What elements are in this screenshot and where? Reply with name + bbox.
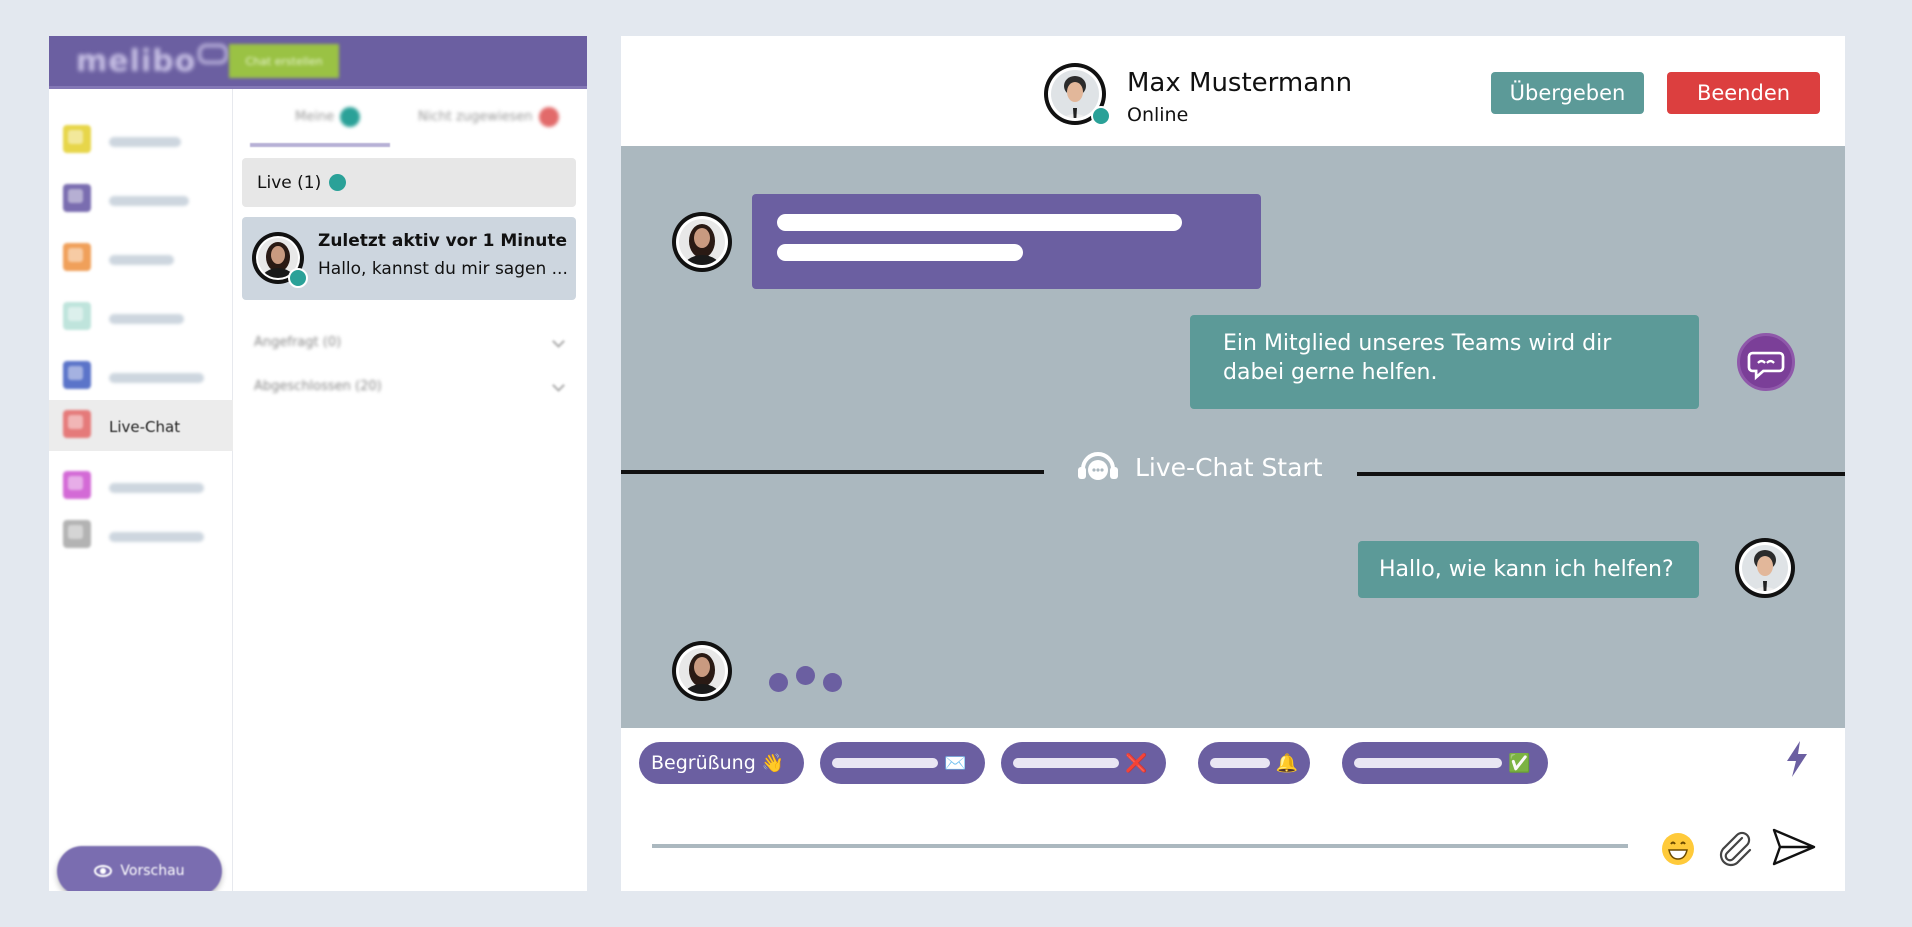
sidebar-item-dashboard[interactable]	[49, 115, 233, 165]
send-icon[interactable]	[1771, 826, 1817, 868]
divider-line-left	[621, 470, 1044, 474]
count-badge	[340, 107, 361, 127]
live-chat-start-divider: Live-Chat Start	[1075, 447, 1323, 487]
settings-icon	[63, 520, 91, 548]
eye-icon	[94, 865, 113, 877]
active-tab-indicator	[250, 143, 390, 147]
live-section-header[interactable]: Live (1)	[242, 158, 576, 207]
dashboard-icon	[63, 125, 91, 153]
admin-app: melibo Chat erstellen Live-Chat	[49, 36, 587, 891]
count-badge	[538, 107, 559, 127]
sidebar-item-settings[interactable]	[49, 510, 233, 560]
customer-avatar	[672, 641, 732, 701]
typing-indicator	[769, 664, 844, 694]
agent-name: Max Mustermann	[1127, 68, 1353, 98]
conversation-list: Meine Nicht zugewiesen Live (1) Zuletzt …	[234, 89, 587, 891]
quick-reply-email[interactable]: ✉️	[820, 742, 985, 784]
chevron-down-icon[interactable]	[552, 379, 565, 392]
logo-bubble-icon	[198, 44, 229, 64]
sidebar-item-chat[interactable]	[49, 174, 233, 224]
tab-mine[interactable]: Meine	[295, 107, 361, 127]
headset-chat-icon	[1078, 452, 1118, 480]
section-closed[interactable]: Abgeschlossen (20)	[254, 379, 382, 394]
agent-avatar	[1044, 63, 1106, 125]
envelope-icon: ✉️	[944, 752, 967, 774]
sidebar-item-live-chat[interactable]: Live-Chat	[49, 400, 233, 451]
conversation-item[interactable]: Zuletzt aktiv vor 1 Minute Hallo, kannst…	[242, 217, 576, 300]
sidebar-item-design[interactable]	[49, 461, 233, 511]
agent-message-bubble: Hallo, wie kann ich helfen?	[1358, 541, 1699, 598]
chat-panel: Max Mustermann Online Übergeben Beenden …	[621, 36, 1845, 891]
quick-reply-greeting[interactable]: Begrüßung 👋	[639, 742, 804, 784]
sidebar-item-integrations[interactable]	[49, 233, 233, 283]
lightning-icon[interactable]	[1784, 740, 1810, 778]
waving-hand-icon: 👋	[761, 752, 785, 774]
end-chat-button[interactable]: Beenden	[1667, 72, 1820, 114]
integrations-icon	[63, 243, 91, 271]
bot-icon	[1737, 333, 1795, 391]
message-area[interactable]: Ein Mitglied unseres Teams wird dir dabe…	[621, 146, 1845, 728]
conversation-title: Zuletzt aktiv vor 1 Minute	[318, 231, 567, 251]
agent-avatar	[1735, 538, 1795, 598]
live-status-dot	[329, 174, 347, 191]
melibo-logo[interactable]: melibo	[76, 44, 229, 79]
online-status-dot	[1091, 106, 1111, 126]
cross-mark-icon: ❌	[1125, 752, 1148, 774]
quick-reply-cancel[interactable]: ❌	[1001, 742, 1166, 784]
input-underline	[652, 844, 1628, 848]
quick-reply-notify[interactable]: 🔔	[1198, 742, 1310, 784]
app-topbar: melibo Chat erstellen	[49, 36, 587, 89]
customer-avatar	[672, 212, 732, 272]
tab-unassigned[interactable]: Nicht zugewiesen	[418, 107, 559, 127]
live-chat-icon	[63, 410, 91, 438]
design-icon	[63, 471, 91, 499]
sidebar-item-analytics[interactable]	[49, 292, 233, 342]
conversation-preview: Hallo, kannst du mir sagen ...	[318, 259, 568, 279]
sidebar-nav: Live-Chat Vorschau	[49, 89, 233, 891]
section-requested[interactable]: Angefragt (0)	[254, 335, 342, 350]
bot-message-bubble: Ein Mitglied unseres Teams wird dir dabe…	[1190, 315, 1699, 409]
paperclip-icon[interactable]	[1715, 828, 1755, 868]
chat-icon	[63, 184, 91, 212]
sidebar-item-label: Live-Chat	[109, 418, 181, 436]
analytics-icon	[63, 302, 91, 330]
message-input[interactable]	[652, 804, 1628, 842]
sidebar-item-automation[interactable]	[49, 351, 233, 401]
bell-icon: 🔔	[1275, 752, 1298, 774]
chevron-down-icon[interactable]	[552, 335, 565, 348]
preview-button[interactable]: Vorschau	[57, 846, 222, 891]
online-dot	[288, 268, 308, 288]
quick-reply-confirm[interactable]: ✅	[1342, 742, 1548, 784]
divider-line-right	[1357, 472, 1845, 476]
quick-replies: Begrüßung 👋 ✉️ ❌ 🔔 ✅	[621, 728, 1845, 798]
composer	[621, 798, 1845, 891]
chat-header: Max Mustermann Online Übergeben Beenden	[621, 36, 1845, 146]
check-mark-icon: ✅	[1508, 752, 1531, 774]
automation-icon	[63, 361, 91, 389]
create-chat-button[interactable]: Chat erstellen	[229, 44, 339, 78]
emoji-icon[interactable]	[1661, 832, 1695, 866]
customer-avatar	[252, 232, 304, 284]
agent-status: Online	[1127, 104, 1189, 126]
transfer-button[interactable]: Übergeben	[1491, 72, 1644, 114]
customer-message-bubble	[752, 194, 1261, 289]
